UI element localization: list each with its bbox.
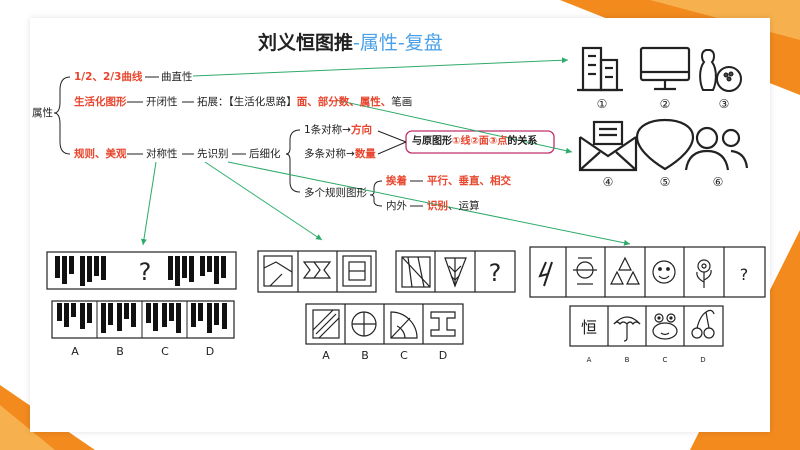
sym-one: 1条对称→方向: [304, 124, 372, 136]
puzzle3-figure-2: [444, 257, 467, 288]
puzzle1-question-row: ?: [46, 251, 237, 290]
monitor-icon: [639, 46, 691, 91]
puzzle1-option-d-figure: [191, 303, 227, 333]
puzzle1-option-b[interactable]: B: [116, 345, 124, 358]
slide-panel: [30, 18, 770, 432]
arrow-to-puzzle2: [204, 161, 323, 241]
puzzle4-question-mark: ?: [740, 265, 749, 284]
puzzle4-options-row: [569, 305, 724, 347]
puzzle3-question-mark: ?: [489, 259, 502, 287]
puzzle1-option-a-figure: [57, 303, 92, 329]
puzzle1-figure-3: [168, 256, 226, 286]
puzzle4-option-b[interactable]: B: [624, 356, 630, 364]
bowling-icon: [699, 49, 742, 92]
puzzle1-question-mark: ?: [139, 258, 152, 286]
title-main: 刘义恒图推: [258, 32, 354, 54]
icon-num-2: ②: [659, 97, 671, 111]
puzzle2-option-a[interactable]: A: [322, 349, 330, 362]
puzzle2-question-row: [257, 250, 377, 293]
icon-num-3: ③: [718, 97, 730, 111]
adjacent-label: 挨着: [386, 175, 407, 187]
arrow-to-building: [192, 57, 569, 77]
puzzle4-option-c-figure: [652, 313, 678, 340]
puzzle3-question-row: [395, 250, 516, 293]
puzzle4-option-c[interactable]: C: [662, 356, 668, 364]
icon-num-1: ①: [596, 97, 608, 111]
icon-num-5: ⑤: [659, 175, 671, 189]
arrow-to-puzzle1: [140, 161, 157, 246]
relation-box: 与原图形①线②面③点的关系: [412, 136, 538, 147]
puzzle2-figure-1: [263, 255, 293, 287]
tree-root: 属性: [32, 107, 53, 119]
multi-regular: 多个规则图形: [304, 187, 367, 199]
envelope-icon: [578, 120, 638, 172]
sym-multi: 多条对称→数量: [304, 148, 376, 160]
step-identify: 先识别: [197, 148, 229, 160]
puzzle1-figure-1: [55, 256, 106, 286]
step-refine: 后细化: [249, 148, 281, 160]
building-icon: [577, 46, 623, 92]
puzzle4-figure-2: [573, 257, 597, 285]
inner-outer-items: 识别、运算: [427, 200, 480, 212]
people-icon: [684, 126, 749, 171]
branch-life-expand: 拓展：【生活化思路】面、部分数、属性、笔画: [197, 96, 413, 108]
adjacent-items: 平行、垂直、相交: [427, 175, 511, 187]
puzzle2-figure-3: [342, 255, 372, 287]
puzzle4-figure-5: [696, 259, 712, 288]
puzzle2-figure-2: [302, 261, 332, 279]
puzzle4-option-a-char: 恒: [581, 318, 597, 337]
puzzle2-option-b[interactable]: B: [361, 349, 369, 362]
puzzle4-question-row: [529, 246, 766, 298]
puzzle1-option-a[interactable]: A: [71, 345, 79, 358]
puzzle4-option-a[interactable]: A: [586, 356, 592, 364]
balloon-icon: [635, 118, 695, 171]
puzzle4-option-d[interactable]: D: [700, 356, 706, 364]
puzzle2-option-c-figure: [390, 311, 418, 339]
branch-curve: 1/2、2/3曲线: [74, 71, 143, 83]
puzzle4-option-d-figure: [691, 309, 715, 339]
puzzle2-option-c[interactable]: C: [400, 349, 408, 362]
puzzle2-option-a-figure: [312, 309, 340, 339]
branch-life-child: 开闭性: [146, 96, 178, 108]
puzzle1-option-d[interactable]: D: [205, 345, 215, 358]
root-bracket: [53, 76, 71, 155]
branch-life: 生活化图形: [74, 96, 127, 108]
puzzle1-option-b-figure: [101, 303, 136, 333]
puzzle4-figure-3: [610, 256, 640, 285]
branch-rule-child: 对称性: [146, 148, 178, 160]
icon-num-4: ④: [602, 175, 614, 189]
puzzle3-figure-1: [401, 256, 431, 288]
bottom-left-corner-light: [0, 405, 55, 450]
puzzle4-figure-4: [652, 260, 676, 284]
puzzle2-option-b-figure: [351, 311, 377, 337]
inner-outer-label: 内外: [386, 200, 407, 212]
multi-bracket: [369, 180, 383, 207]
branch-curve-child: 曲直性: [161, 71, 193, 83]
branch-rule: 规则、美观: [74, 148, 127, 160]
arrow-to-puzzle4: [227, 161, 631, 246]
puzzle1-option-c-figure: [146, 303, 181, 333]
puzzle4-option-b-figure: [613, 316, 641, 342]
page-title: 刘义恒图推-属性-复盘: [258, 28, 443, 55]
puzzle2-options-row: [305, 303, 464, 345]
title-highlight: -属性-复盘: [353, 32, 443, 54]
arrow-to-envelope: [335, 99, 573, 154]
detail-bracket: [285, 129, 301, 193]
puzzle4-figure-1: [538, 261, 553, 287]
puzzle2-option-d[interactable]: D: [438, 349, 448, 362]
icon-num-6: ⑥: [712, 175, 724, 189]
puzzle2-option-d-figure: [430, 311, 456, 337]
puzzle1-options-row: [51, 300, 235, 339]
puzzle1-option-c[interactable]: C: [161, 345, 169, 358]
